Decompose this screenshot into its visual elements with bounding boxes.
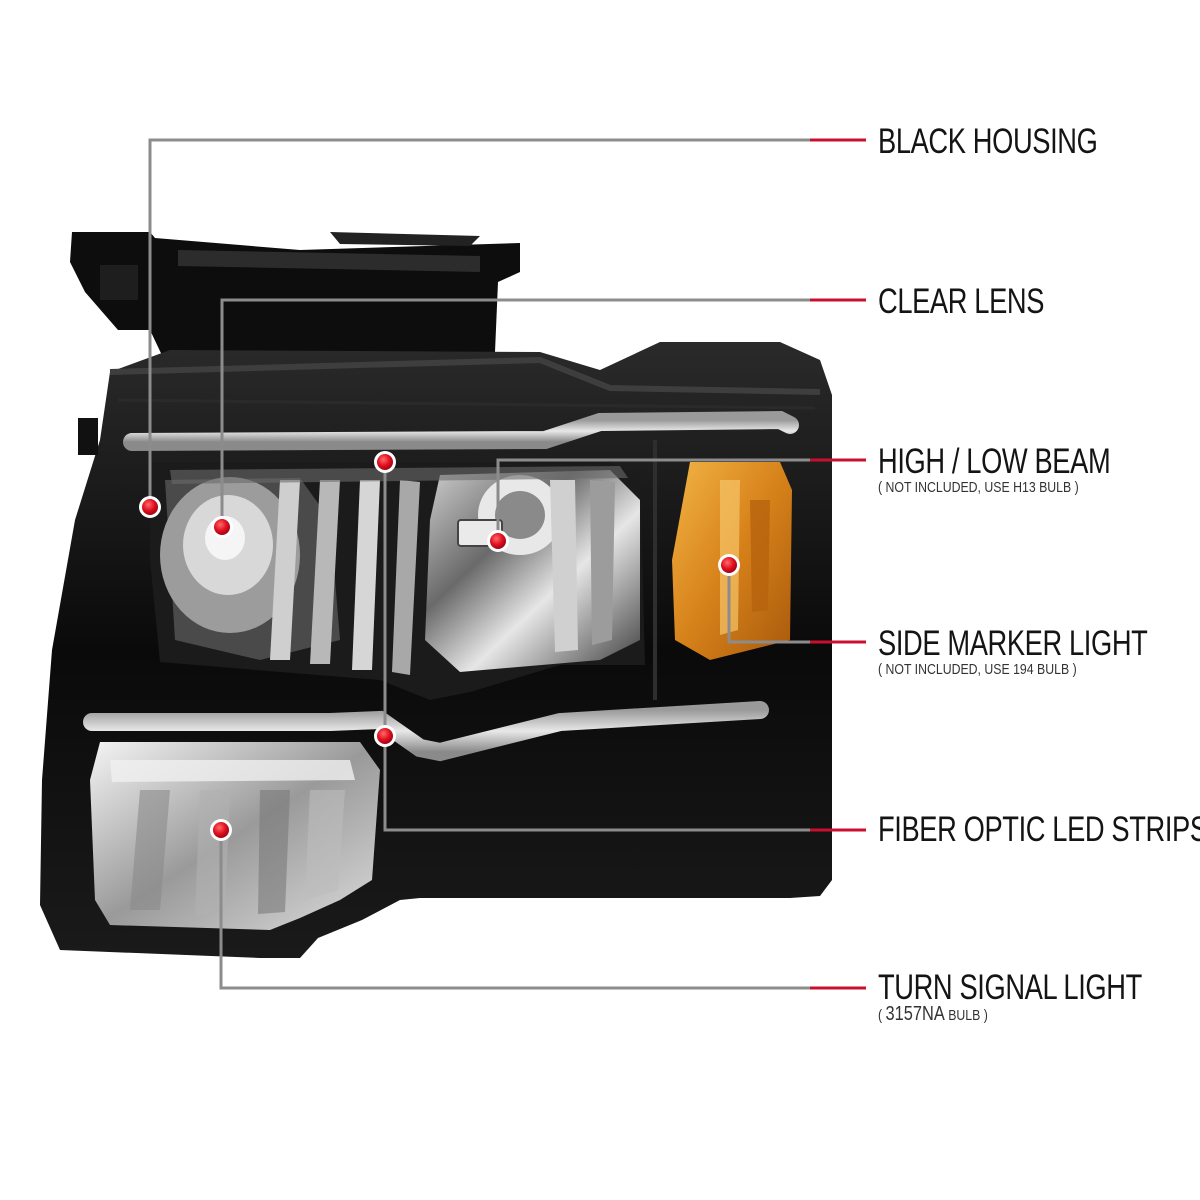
callout-title: FIBER OPTIC LED STRIPS [878, 810, 1200, 849]
mounting-bracket [70, 232, 520, 382]
callout-high-low-beam: HIGH / LOW BEAM ( NOT INCLUDED, USE H13 … [878, 442, 1176, 496]
callout-title: SIDE MARKER LIGHT [878, 624, 1148, 663]
dot-fiber-optic-upper [374, 451, 396, 473]
indicator-dots [139, 451, 740, 841]
bulb-code: 3157NA [885, 1003, 945, 1025]
dot-high-low-beam [487, 530, 509, 552]
dot-side-marker [718, 554, 740, 576]
callout-title: BLACK HOUSING [878, 122, 1098, 161]
callout-title: TURN SIGNAL LIGHT [878, 968, 1142, 1007]
callout-fiber-optic-led-strips: FIBER OPTIC LED STRIPS [878, 810, 1200, 850]
fiber-optic-strip [83, 410, 799, 762]
leader-lines [148, 138, 866, 990]
turn-signal-lens [90, 742, 380, 930]
dot-turn-signal [210, 819, 232, 841]
dot-fiber-optic-lower [374, 725, 396, 747]
dot-black-housing [139, 496, 161, 518]
callout-clear-lens: CLEAR LENS [878, 282, 1091, 322]
note-rest: BULB ) [944, 1007, 988, 1024]
clear-lens-area [150, 462, 645, 700]
callout-black-housing: BLACK HOUSING [878, 122, 1159, 162]
callout-title: HIGH / LOW BEAM [878, 442, 1111, 481]
housing-clip [78, 418, 98, 455]
dot-clear-lens [211, 516, 233, 538]
note-open: ( [878, 1007, 886, 1024]
callout-note: ( 3157NA BULB ) [878, 1003, 1155, 1025]
callout-turn-signal-light: TURN SIGNAL LIGHT ( 3157NA BULB ) [878, 968, 1200, 1024]
callout-note: ( NOT INCLUDED, USE H13 BULB ) [878, 479, 1079, 496]
callout-side-marker-light: SIDE MARKER LIGHT ( NOT INCLUDED, USE 19… [878, 624, 1200, 678]
callout-title: CLEAR LENS [878, 282, 1045, 321]
callout-note: ( NOT INCLUDED, USE 194 BULB ) [878, 661, 1077, 678]
